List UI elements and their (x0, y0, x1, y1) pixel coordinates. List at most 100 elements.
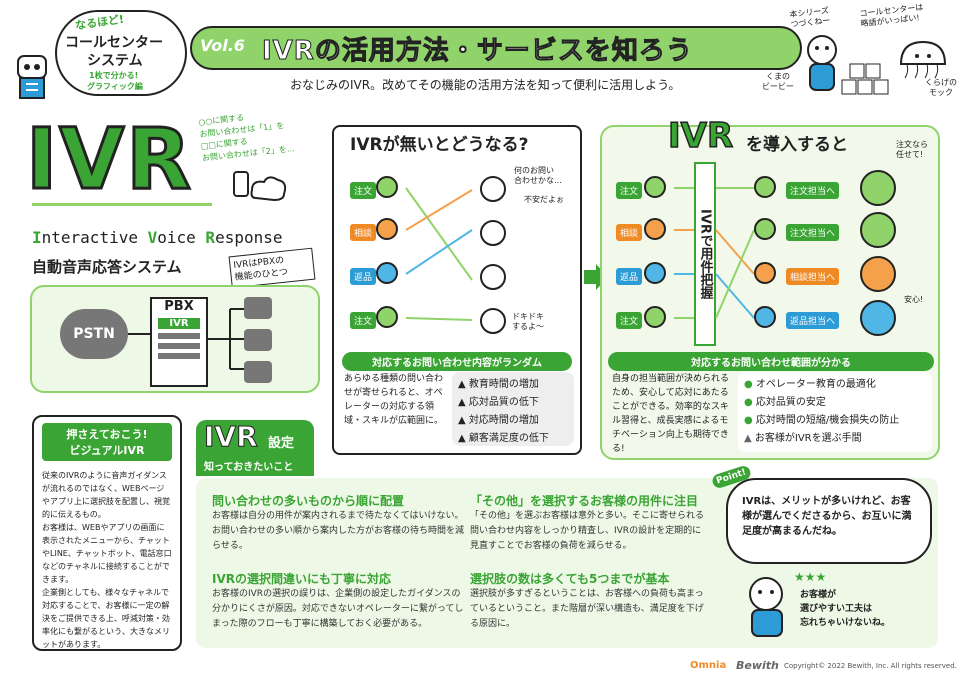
label-return: 返品 (616, 268, 643, 285)
jellyfish-mascot-icon (893, 36, 953, 80)
logo-line2: コールセンター (65, 35, 163, 51)
operator-icon (480, 308, 506, 334)
label-return: 返品 (350, 268, 377, 285)
bullet-item: ● 応対品質の安定 (744, 397, 826, 408)
with-ivr-description: 自身の担当範囲が決められるため、安心して応対にあたることができる。効率的なスキル… (612, 374, 730, 454)
route-label: 返品担当へ (786, 312, 840, 329)
route-label: 注文担当へ (786, 182, 840, 199)
label-order: 注文 (616, 182, 643, 199)
label-order: 注文 (350, 312, 377, 329)
phone-icon (244, 329, 272, 351)
customer-icon (644, 262, 666, 284)
point-text: IVRは、メリットが多いけれど、お客様が選んでくださるから、お互いに満足度が高ま… (742, 496, 912, 537)
phone-icon (244, 297, 272, 319)
pbx-diagram: PSTN PBX IVR (30, 285, 320, 393)
settings-title-rest: 設定 (268, 436, 295, 451)
ivr-fullname: Interactive Voice Response (32, 228, 283, 247)
letter-blocks-icon (840, 60, 890, 100)
with-ivr-bar: 対応するお問い合わせ範囲が分かる (608, 352, 934, 371)
robot-mascot-icon (12, 48, 52, 102)
title-banner (190, 26, 802, 70)
setting-item-2: IVRの選択間違いにも丁寧に対応 お客様のIVRの選択の誤りは、企業側の設定した… (212, 570, 466, 632)
bullet-item: ▲ お客様がIVRを選ぶ手間 (744, 433, 862, 444)
connector (128, 333, 152, 335)
customer-icon (376, 218, 398, 240)
pbx-box: PBX IVR (150, 297, 208, 387)
customer-icon (754, 262, 776, 284)
without-ivr-description: あらゆる種類の問い合わせが寄せられると、オペレーターの対応する領域・スキルが広範… (344, 374, 444, 426)
setting-title: 問い合わせの多いものから順に配置 (212, 494, 405, 508)
label-consult: 相談 (350, 224, 377, 241)
bullet-item: ▲ 教育時間の増加 (458, 379, 539, 390)
page-subtitle: おなじみのIVR。改めてその機能の活用方法を知って便利に活用しよう。 (290, 78, 681, 92)
full-R: R (205, 228, 216, 247)
visual-ivr-title: 押さえておこう! ビジュアルIVR (42, 423, 172, 461)
ivr-big-title: IVR (25, 109, 193, 210)
bear-name: くまの ビービー (762, 72, 794, 91)
visual-ivr-panel: 押さえておこう! ビジュアルIVR 従来のIVRのように音声ガイダンスが流れるの… (32, 415, 182, 651)
customer-icon (376, 176, 398, 198)
operator-quote-2: 不安だよぉ (524, 195, 564, 204)
customer-icon (376, 306, 398, 328)
setting-title: IVRの選択間違いにも丁寧に対応 (212, 572, 391, 586)
setting-title: 「その他」を選択するお客様の用件に注目 (470, 494, 699, 508)
pstn-cloud: PSTN (60, 309, 128, 359)
setting-item-3: 「その他」を選択するお客様の用件に注目 「その他」を選ぶお客様は意外と多い。そこ… (470, 492, 704, 554)
customer-icon (376, 262, 398, 284)
customer-icon (754, 218, 776, 240)
with-ivr-diagram: 注文 相談 返品 注文 IVRで用件把握 注文担当へ 注文担当へ 相談担当へ 返… (604, 140, 938, 350)
bullet-item: ▲ 対応時間の増加 (458, 415, 539, 426)
with-ivr-bullets: ● オペレーター教育の最適化 ● 応対品質の安定 ● 応対時間の短縮/機会損失の… (738, 372, 932, 452)
ivr-japanese-name: 自動音声応答システム (32, 258, 182, 276)
without-ivr-bullets: ▲ 教育時間の増加 ▲ 応対品質の低下 ▲ 対応時間の増加 ▲ 顧客満足度の低下 (452, 372, 574, 446)
ivr-chip: IVR (158, 318, 200, 329)
bullet-item: ▲ 応対品質の低下 (458, 397, 539, 408)
customer-icon (754, 176, 776, 198)
full-rest1: nteractive (41, 228, 148, 247)
copyright: Copyright© 2022 Bewith, Inc. All rights … (784, 662, 957, 670)
headset-icon (860, 212, 896, 248)
operator-icon (860, 170, 896, 206)
without-ivr-bar: 対応するお問い合わせ内容がランダム (342, 352, 572, 371)
label-consult: 相談 (616, 224, 643, 241)
full-I: I (32, 228, 42, 247)
bullet-item: ▲ 顧客満足度の低下 (458, 433, 549, 444)
mascot-quote-2: コールセンターは 略語がいっぱい! (859, 2, 924, 29)
bullet-item: ● 応対時間の短縮/機会損失の防止 (744, 415, 900, 426)
pbx-function-tag: IVRはPBXの 機能のひとつ (228, 247, 316, 289)
jellyfish-name: くらげの モック (925, 78, 957, 97)
bear-mascot-icon (800, 32, 844, 94)
setting-body: 「その他」を選ぶお客様は意外と多い。そこに寄せられる問い合わせ内容をしっかり精査… (470, 511, 705, 551)
headset-icon (860, 256, 896, 292)
with-ivr-title-ivr: IVR (667, 115, 734, 157)
volume-label: Vol.6 (200, 36, 245, 55)
underline (32, 203, 212, 206)
setting-body: お客様は自分の用件が案内されるまで待たなくてはいけない。お問い合わせの多い順から… (212, 511, 465, 551)
ivr-callout: ○○に関する お問い合わせは「1」を □□に関する お問い合わせは「2」を… (197, 113, 296, 163)
omnia-logo: Omnia (690, 660, 727, 671)
point-bubble: IVRは、メリットが多いけれど、お客様が選んでくださるから、お互いに満足度が高ま… (726, 478, 932, 564)
settings-subtitle: 知っておきたいこと (204, 462, 294, 473)
full-V: V (147, 228, 158, 247)
logo-line4: 1枚で分かる! (89, 71, 139, 80)
logo-line3: システム (87, 53, 143, 69)
ivr-routing-column: IVRで用件把握 (694, 162, 716, 346)
operator-quote-3: ドキドキ するよ〜 (512, 312, 544, 331)
settings-tab: IVR 設定 知っておきたいこと (196, 420, 314, 476)
page-title: IVRの活用方法・サービスを知ろう (262, 36, 693, 67)
logo-line1: なるほど! (74, 12, 125, 33)
pbx-label: PBX (164, 299, 194, 314)
phone-cloud-icon (230, 168, 290, 210)
bewith-logo: Bewith (736, 659, 779, 672)
full-rest3: esponse (215, 228, 283, 247)
with-ivr-title-rest: を導入すると (746, 135, 848, 155)
without-ivr-diagram: 注文 相談 返品 注文 何のお問い 合わせかな… 不安だよぉ ドキドキ するよ〜 (340, 160, 576, 350)
customer-icon (644, 218, 666, 240)
bullet-item: ● オペレーター教育の最適化 (744, 379, 876, 390)
customer-icon (644, 306, 666, 328)
customer-icon (754, 306, 776, 328)
label-order: 注文 (350, 182, 377, 199)
label-order: 注文 (616, 312, 643, 329)
customer-icon (644, 176, 666, 198)
visual-ivr-body: 従来のIVRのように音声ガイダンスが流れるのではなく、WEBページやアプリ上に選… (42, 471, 172, 649)
